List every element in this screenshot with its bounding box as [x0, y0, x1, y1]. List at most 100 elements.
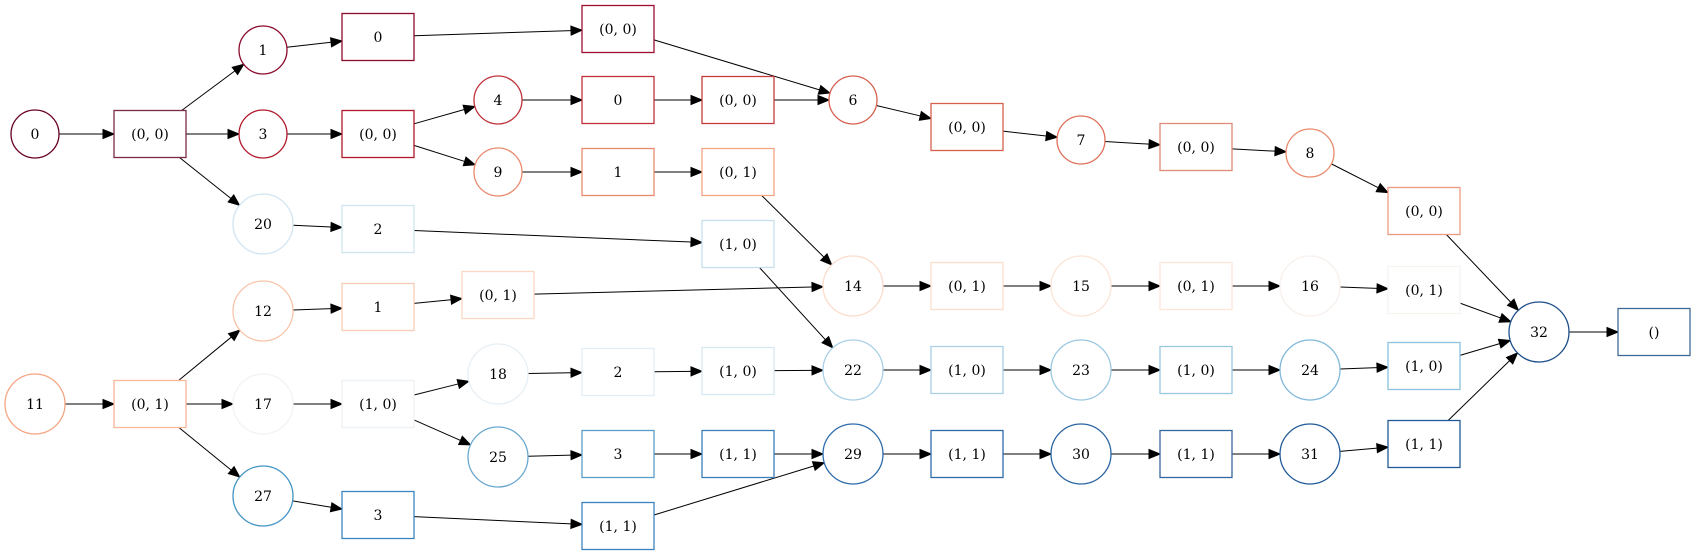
arrowhead-icon — [462, 104, 477, 115]
edge-line — [292, 308, 332, 311]
edge — [1003, 280, 1053, 292]
edge — [186, 398, 235, 410]
action-node: (0, 1) — [930, 261, 1004, 311]
edge — [59, 128, 116, 140]
arrowhead-icon — [231, 63, 245, 76]
node-circle — [473, 147, 523, 197]
node-label: (0, 0) — [719, 93, 757, 109]
state-node: 3 — [238, 109, 288, 159]
edge — [413, 230, 704, 248]
node-circle — [4, 373, 66, 435]
edge-line — [286, 41, 332, 48]
arrowhead-icon — [821, 335, 834, 349]
edge — [1104, 138, 1162, 150]
state-node: 4 — [473, 75, 523, 125]
arrowhead-icon — [1039, 448, 1053, 460]
edge — [527, 449, 584, 461]
node-label: (0, 1) — [719, 165, 757, 181]
node-label: 14 — [844, 279, 862, 295]
arrowhead-icon — [1497, 338, 1512, 349]
node-box — [113, 109, 187, 159]
action-node: 1 — [341, 282, 415, 332]
action-node: (1, 0) — [1159, 345, 1233, 395]
arrowhead-icon — [570, 25, 584, 36]
action-node: (0, 0) — [113, 109, 187, 159]
edge — [1232, 448, 1282, 460]
node-label: 20 — [254, 217, 272, 233]
edge-line — [1339, 447, 1378, 452]
node-label: 23 — [1072, 363, 1090, 379]
node-circle — [1050, 423, 1112, 485]
arrowhead-icon — [1606, 326, 1620, 338]
node-label: 11 — [26, 397, 44, 413]
arrowhead-icon — [1274, 145, 1288, 157]
arrowhead-icon — [919, 364, 933, 376]
edge — [413, 516, 584, 530]
arrowhead-icon — [1498, 312, 1513, 323]
state-node: 24 — [1279, 339, 1341, 401]
node-circle — [828, 75, 878, 125]
arrowhead-icon — [690, 366, 704, 377]
edge — [653, 39, 832, 95]
node-label: (1, 1) — [719, 447, 757, 463]
node-circle — [1056, 115, 1106, 165]
edge — [1447, 352, 1519, 421]
edge-line — [653, 465, 814, 516]
edge-line — [1104, 140, 1150, 145]
state-node: 32 — [1508, 301, 1570, 363]
node-circle — [232, 373, 294, 435]
arrowhead-icon — [1505, 352, 1519, 365]
action-node: 2 — [581, 347, 655, 397]
node-label: 7 — [1077, 133, 1086, 149]
edge-line — [292, 224, 332, 228]
arrowhead-icon — [227, 465, 241, 478]
action-node: (0, 1) — [1159, 261, 1233, 311]
edge-line — [178, 336, 232, 381]
arrowhead-icon — [1506, 298, 1520, 312]
node-label: (1, 0) — [719, 364, 757, 380]
edge — [1459, 302, 1513, 323]
node-circle — [232, 465, 294, 527]
arrowhead-icon — [690, 94, 704, 106]
edge-line — [1002, 130, 1047, 137]
arrowhead-icon — [570, 166, 584, 178]
node-label: 27 — [254, 489, 272, 505]
action-node: (1, 1) — [581, 501, 655, 551]
node-circle — [822, 423, 884, 485]
node-label: 8 — [1306, 146, 1315, 162]
node-box — [1387, 419, 1461, 469]
edge-line — [1459, 343, 1500, 356]
edge-line — [413, 144, 465, 162]
arrowhead-icon — [817, 94, 831, 106]
action-node: (0, 0) — [341, 109, 415, 159]
edge-line — [292, 500, 332, 508]
arrowhead-icon — [570, 449, 584, 461]
edge-line — [527, 454, 572, 457]
edge-line — [413, 230, 692, 243]
arrowhead-icon — [102, 398, 116, 410]
node-label: 30 — [1072, 447, 1090, 463]
edge — [1003, 448, 1053, 460]
node-circle — [238, 109, 288, 159]
action-node: (1, 0) — [341, 379, 415, 429]
arrowhead-icon — [570, 518, 584, 530]
edge — [1569, 326, 1620, 338]
arrowhead-icon — [811, 281, 825, 293]
node-circle — [1050, 255, 1112, 317]
node-label: 6 — [849, 93, 858, 109]
arrowhead-icon — [330, 398, 344, 410]
arrowhead-icon — [817, 84, 832, 95]
edge-line — [1339, 286, 1378, 289]
action-node: (0, 1) — [113, 379, 187, 429]
action-node: (0, 1) — [1387, 265, 1461, 315]
node-circle — [1508, 301, 1570, 363]
action-node: (0, 0) — [930, 102, 1004, 152]
edge — [413, 294, 464, 305]
node-label: 12 — [254, 304, 272, 320]
state-node: 16 — [1279, 255, 1341, 317]
edge — [653, 366, 704, 377]
state-node: 11 — [4, 373, 66, 435]
node-circle — [1279, 255, 1341, 317]
edge — [761, 195, 833, 266]
